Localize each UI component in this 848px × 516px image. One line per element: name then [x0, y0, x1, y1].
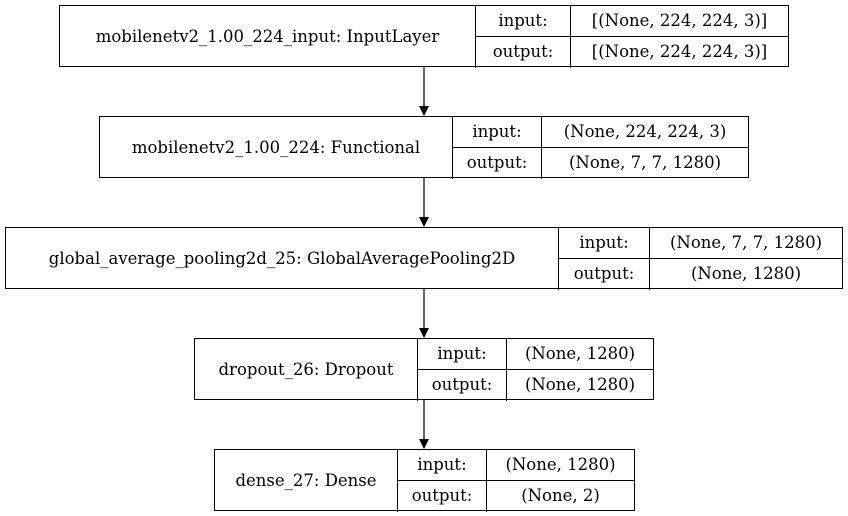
input-shape: (None, 224, 224, 3) [542, 117, 748, 148]
layer-node-global-average-pooling: global_average_pooling2d_25: GlobalAvera… [5, 227, 843, 290]
output-shape: (None, 1280) [690, 264, 802, 284]
input-shape: (None, 1280) [487, 450, 634, 481]
layer-name: global_average_pooling2d_25: GlobalAvera… [6, 228, 559, 290]
layer-name: dense_27: Dense [215, 450, 398, 512]
layer-node-dense: dense_27: Dense input: (None, 1280) outp… [214, 449, 635, 512]
input-label: input: [418, 339, 507, 370]
output-label: output: [559, 259, 650, 290]
layer-name: mobilenetv2_1.00_224: Functional [100, 117, 453, 179]
output-label: output: [398, 481, 487, 512]
layer-node-functional: mobilenetv2_1.00_224: Functional input: … [99, 116, 749, 179]
input-label: input: [559, 228, 650, 259]
input-label: input: [476, 6, 571, 37]
output-shape: (None, 7, 7, 1280) [568, 153, 722, 173]
input-shape: (None, 1280) [507, 339, 653, 370]
layer-name: mobilenetv2_1.00_224_input: InputLayer [60, 6, 476, 68]
layer-name: dropout_26: Dropout [195, 339, 418, 401]
input-label: input: [453, 117, 542, 148]
input-shape: [(None, 224, 224, 3)] [571, 6, 788, 37]
input-label: input: [398, 450, 487, 481]
layer-node-input: mobilenetv2_1.00_224_input: InputLayer i… [59, 5, 789, 68]
output-shape: (None, 2) [521, 486, 600, 506]
output-label: output: [418, 370, 507, 401]
output-label: output: [453, 148, 542, 179]
input-shape: (None, 7, 7, 1280) [650, 228, 842, 259]
output-shape: (None, 1280) [524, 375, 636, 395]
output-label: output: [476, 37, 571, 68]
output-shape: [(None, 224, 224, 3)] [591, 42, 768, 62]
layer-node-dropout: dropout_26: Dropout input: (None, 1280) … [194, 338, 654, 401]
